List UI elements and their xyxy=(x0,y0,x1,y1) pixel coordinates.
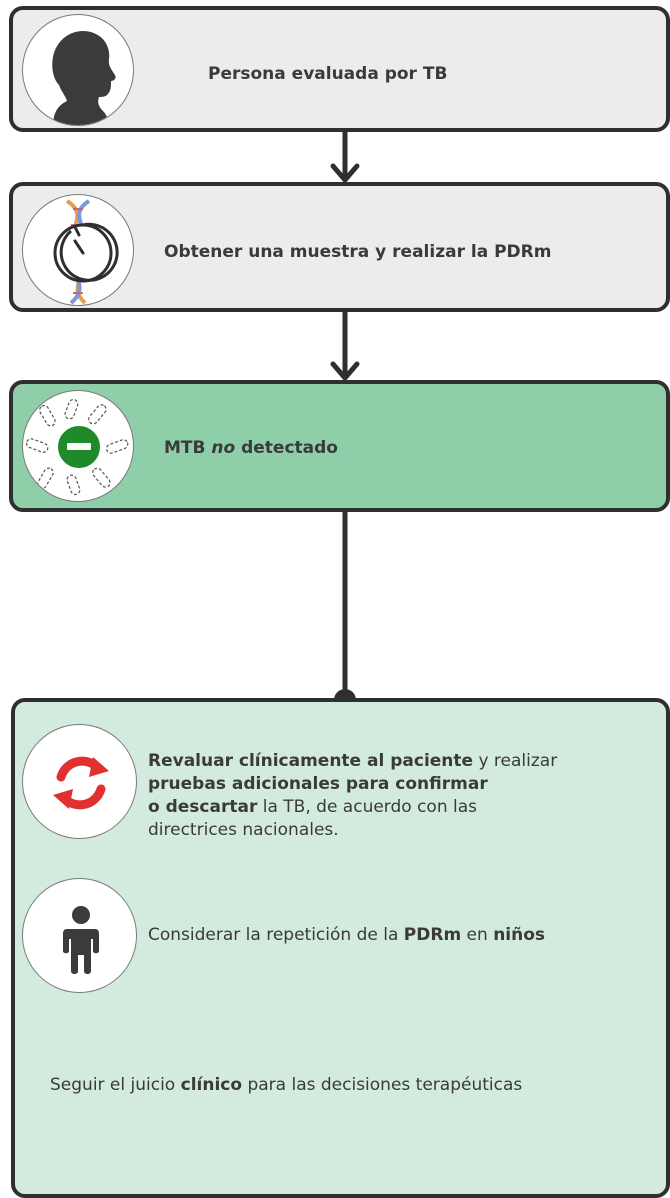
person-silhouette-icon xyxy=(22,14,134,126)
revaluar-bold-1: Revaluar clínicamente al paciente xyxy=(148,751,474,771)
step-box-persona xyxy=(9,6,670,132)
child-icon xyxy=(22,878,137,993)
arrow-1-head xyxy=(330,163,360,183)
revaluar-text-2: y realizar xyxy=(473,751,558,771)
considerar-text-3: en xyxy=(461,925,494,945)
revaluar-text-5: la TB, de acuerdo con las xyxy=(257,797,478,817)
arrow-2-head xyxy=(330,361,360,381)
mtb-text-after: detectado xyxy=(235,438,338,458)
seguir-text-3: para las decisiones terapéuticas xyxy=(242,1075,523,1095)
dna-timer-icon xyxy=(22,194,134,306)
refresh-icon xyxy=(22,724,137,839)
mtb-text-before: MTB xyxy=(164,438,212,458)
revaluar-bold-3: pruebas adicionales para confirmar xyxy=(148,774,488,794)
bacteria-negative-icon xyxy=(22,390,134,502)
step-label-persona: Persona evaluada por TB xyxy=(208,64,448,84)
mtb-text-italic: no xyxy=(211,438,236,458)
revaluar-bold-4: o descartar xyxy=(148,797,258,817)
revaluar-text-6: directrices nacionales. xyxy=(148,820,339,840)
considerar-text-1: Considerar la repetición de la xyxy=(148,925,404,945)
seguir-text-1: Seguir el juicio xyxy=(50,1075,181,1095)
action-seguir-text: Seguir el juicio clínico para las decisi… xyxy=(50,1074,665,1097)
step-label-mtb: MTB no detectado xyxy=(164,438,338,458)
step-label-muestra: Obtener una muestra y realizar la PDRm xyxy=(164,242,552,262)
considerar-bold-4: niños xyxy=(493,925,546,945)
action-considerar-text: Considerar la repetición de la PDRm en n… xyxy=(148,924,668,947)
action-revaluar-text: Revaluar clínicamente al paciente y real… xyxy=(148,750,658,842)
considerar-bold-2: PDRm xyxy=(403,925,462,945)
seguir-bold-2: clínico xyxy=(180,1075,243,1095)
